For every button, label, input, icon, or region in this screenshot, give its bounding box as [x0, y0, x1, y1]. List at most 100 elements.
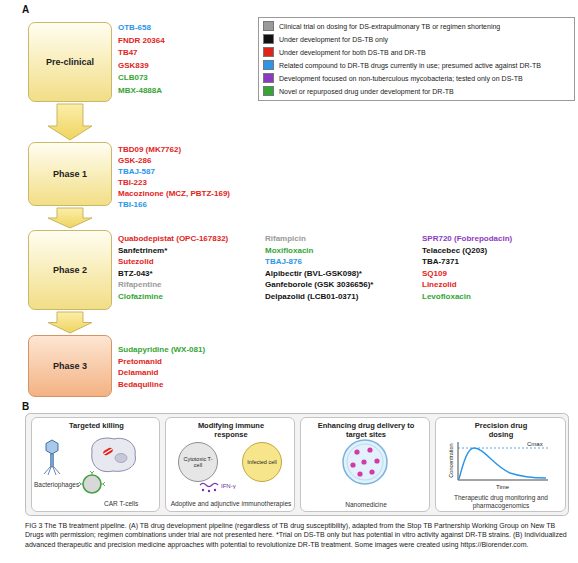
legend-text: Development focused on non-tuberculous m…	[279, 74, 523, 83]
phage-legs	[44, 467, 60, 475]
legend-swatch	[263, 47, 274, 57]
phase-box: Phase 2	[28, 230, 112, 310]
legend-text: Novel or repurposed drug under developme…	[279, 87, 454, 96]
node-caption: Nanomedicine	[301, 501, 431, 509]
node-title: Infected cell	[247, 459, 276, 466]
text-label: Moxifloxacin	[265, 246, 313, 256]
node-title: Pre-clinical	[46, 57, 94, 67]
node-title: Precision drug dosing	[466, 421, 536, 439]
text-label: Rifapentine	[118, 280, 162, 290]
phase-box: Pre-clinical	[28, 22, 112, 102]
drug-dot	[361, 459, 366, 464]
text-label: MBX-4888A	[118, 86, 162, 96]
drug-dot	[367, 447, 372, 452]
phage-head	[46, 440, 58, 454]
text-label: A	[22, 5, 29, 15]
node-title: Modifying immune response	[186, 421, 276, 439]
text-label: Pretomanid	[118, 357, 162, 367]
text-label: TBI-223	[118, 178, 147, 188]
cytokine-dot	[208, 490, 210, 492]
cell-circle: Infected cell	[242, 442, 282, 482]
chart-axes	[458, 442, 548, 480]
nanoparticle	[343, 440, 387, 484]
text-label: Telacebec (Q203)	[422, 246, 487, 256]
text-label: Ganfeborole (GSK 3036656)*	[265, 280, 373, 290]
car-t-cell-illustration	[79, 471, 105, 493]
cytokine-dot	[214, 489, 216, 491]
bacillus-symbol	[102, 447, 113, 456]
text-label: TBA-7371	[422, 257, 459, 267]
car-t-cell	[83, 475, 101, 493]
text-label: BTZ-043*	[118, 269, 153, 279]
macrophage-nucleus	[115, 454, 127, 463]
text-label: Rifampicin	[265, 234, 306, 244]
text-label: TB47	[118, 48, 138, 58]
phase-box: Phase 3	[28, 335, 112, 397]
block-arrow	[48, 208, 92, 228]
text-label: IFN-γ	[221, 481, 236, 491]
node-caption: CAR T-cells	[104, 500, 159, 508]
text-label: B	[22, 402, 29, 412]
macrophage-illustration	[92, 438, 136, 472]
figure-caption: FIG 3 The TB treatment pipeline. (A) TB …	[25, 521, 573, 549]
block-arrow	[48, 312, 92, 333]
legend-text: Clinical trial on dosing for DS-extrapul…	[279, 22, 500, 31]
block-arrow	[48, 104, 92, 140]
text-label: TBD09 (MK7762)	[118, 145, 181, 155]
concentration-curve	[459, 448, 546, 479]
phage-tail	[51, 454, 54, 467]
text-label: Linezolid	[422, 280, 457, 290]
legend-swatch	[263, 34, 274, 44]
legend-text: Under development for DS-TB only	[279, 35, 388, 44]
cytokine-dot	[202, 489, 204, 491]
text-label: Time	[496, 482, 509, 492]
text-label: TBAJ-587	[118, 167, 155, 177]
text-label: CLB073	[118, 73, 148, 83]
text-label: Delamanid	[118, 368, 158, 378]
legend-swatch	[263, 21, 274, 31]
node-title: Cytotoxic T-cell	[182, 456, 214, 469]
legend-text: Related compound to DR-TB drugs currentl…	[279, 61, 541, 70]
text-label: Bedaquiline	[118, 380, 163, 390]
drug-dot	[369, 469, 374, 474]
text-label: SQ109	[422, 269, 447, 279]
text-label: GSK839	[118, 61, 149, 71]
node-caption: Adoptive and adjunctive immunotherapies	[166, 500, 296, 508]
text-label: Delpazolid (LCB01-0371)	[265, 292, 358, 302]
text-label: Sudapyridine (WX-081)	[118, 345, 205, 355]
node-title: Targeted killing	[32, 421, 161, 430]
text-label: OTB-658	[118, 23, 151, 33]
concentration-chart	[458, 442, 548, 480]
nanoparticle-illustration	[343, 440, 387, 484]
text-label: Clofazimine	[118, 292, 163, 302]
drug-dot	[354, 449, 359, 454]
bacteriophage-illustration	[44, 440, 60, 475]
node-caption: Therapeutic drug monitoring and pharmaco…	[446, 494, 556, 510]
nanoparticle-shell	[347, 444, 383, 480]
text-label: SPR720 (Fobrepodacin)	[422, 234, 512, 244]
text-label: GSK-286	[118, 156, 151, 166]
legend-box	[259, 18, 575, 101]
drug-dot	[357, 471, 362, 476]
panel-frame	[26, 414, 569, 516]
legend-text: Under development for both DS-TB and DR-…	[279, 48, 426, 57]
text-label: Quabodepistat (OPC-167832)	[118, 234, 228, 244]
drug-dot	[350, 462, 355, 467]
text-label: Levofloxacin	[422, 292, 471, 302]
approach-panel: Modifying immune responseAdoptive and ad…	[165, 417, 295, 512]
node-title: Enhancing drug delivery to target sites	[316, 421, 416, 439]
drug-dot	[374, 458, 379, 463]
legend-swatch	[263, 73, 274, 83]
macrophage-cell	[92, 438, 136, 472]
bacillus-slash	[104, 449, 112, 454]
legend-swatch	[263, 86, 274, 96]
approach-panel: Precision drug dosingTherapeutic drug mo…	[435, 417, 566, 512]
text-label: Macozinone (MCZ, PBTZ-169)	[118, 189, 230, 199]
text-label: Cmax	[527, 439, 543, 449]
text-label: TBAJ-876	[265, 257, 302, 267]
ifn-gamma-illustration	[200, 484, 218, 493]
node-title: Phase 3	[53, 361, 87, 371]
text-label: TBI-166	[118, 200, 147, 210]
